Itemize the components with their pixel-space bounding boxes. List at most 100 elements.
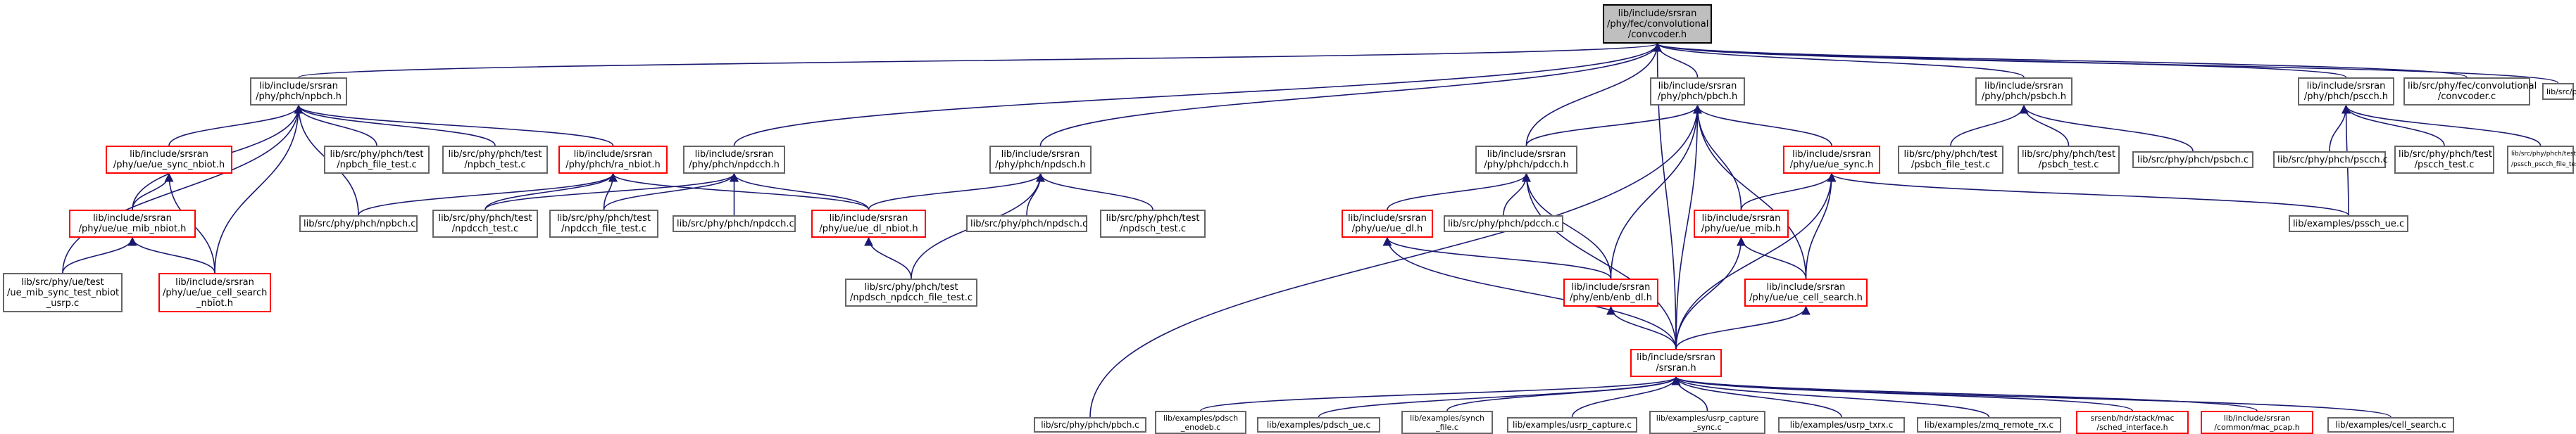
node-npbch-c[interactable]: lib/src/phy/phch/npbch.c <box>299 215 418 232</box>
node-pdsch-enodeb-c[interactable]: lib/examples/pdsch_enodeb.c <box>1155 411 1246 434</box>
node-label: srsenb/hdr/stack/mac <box>2090 413 2175 423</box>
node-label: lib/src/phy/phch/psbch.c <box>2137 154 2249 165</box>
node-psbch-test-c[interactable]: lib/src/phy/phch/test/psbch_test.c <box>2018 146 2120 174</box>
node-label: /psbch_test.c <box>2038 160 2099 170</box>
node-pbch-c[interactable]: lib/src/phy/phch/pbch.c <box>1034 417 1146 433</box>
edge-srsran_h-to-ue_dl_h <box>1382 236 1677 350</box>
edge-srsran_h-to-pbch_h <box>1675 104 1702 350</box>
node-label: _usrp.c <box>46 298 80 309</box>
edge-npdsch_h-to-root <box>1039 42 1662 146</box>
node-mac-pcap-h[interactable]: lib/include/srsran/common/mac_pcap.h <box>2201 411 2313 434</box>
node-label: /ue_mib_sync_test_nbiot <box>7 287 120 298</box>
edge-cell_search-to-srsran_h <box>1672 376 2391 418</box>
node-label: lib/src/phy/ue/test <box>21 276 104 288</box>
node-label: /phy/fec/convolutional <box>1607 18 1709 30</box>
node-npdsch-h[interactable]: lib/include/srsran/phy/phch/npdsch.h <box>989 146 1092 174</box>
edge-ue_cell_search_h-to-pbch_h <box>1693 104 1807 279</box>
edge-pscch_c-to-pscch_h <box>2329 104 2351 152</box>
edge-srsran_h-to-ue_cell_search_h <box>1675 305 1811 350</box>
node-npdsch-c[interactable]: lib/src/phy/phch/npdsch.c <box>966 215 1087 232</box>
edge-psbch_test-to-psbch_h <box>2019 104 2070 146</box>
node-pdsch-ue-c[interactable]: lib/examples/pdsch_ue.c <box>1257 417 1380 433</box>
node-label: lib/src/phy/phch/npdsch.c <box>970 218 1088 229</box>
node-label: lib/include/srsran <box>829 213 908 224</box>
node-ue-sync-h[interactable]: lib/include/srsran/phy/ue/ue_sync.h <box>1783 146 1880 174</box>
edge-npdsch_npdcch_file_test-to-ue_dl_nbiot <box>864 236 912 279</box>
node-pscch-c[interactable]: lib/src/phy/phch/pscch.c <box>2273 151 2388 168</box>
node-ue-dl-h[interactable]: lib/include/srsran/phy/ue/ue_dl.h <box>1342 210 1433 238</box>
node-npdsch-npdcch-file-test-c[interactable]: lib/src/phy/phch/test/npdsch_npdcch_file… <box>845 279 977 307</box>
node-npdsch-test-c[interactable]: lib/src/phy/phch/test/npdsch_test.c <box>1100 210 1206 238</box>
node-label: /npbch_file_test.c <box>337 160 417 170</box>
node-label: lib/src/phy/phch/test <box>1903 149 1998 160</box>
node-usrp-txrx-c[interactable]: lib/examples/usrp_txrx.c <box>1778 417 1905 433</box>
node-label: lib/include/srsran <box>573 149 653 160</box>
node-pdcch-h[interactable]: lib/include/srsran/phy/phch/pdcch.h <box>1475 146 1577 174</box>
node-cell-search-c[interactable]: lib/examples/cell_search.c <box>2327 417 2454 433</box>
node-label: lib/src/phy/phch/pscch.c <box>2277 154 2388 165</box>
node-label: /phy/phch/npdcch.h <box>689 160 780 170</box>
node-label: lib/examples/synch <box>1410 413 1484 423</box>
node-label: lib/src/phy/phch/test <box>2022 149 2116 160</box>
node-ue-sync-nbiot-h[interactable]: lib/include/srsran/phy/ue/ue_sync_nbiot.… <box>106 146 232 174</box>
edge-ue_dl_nbiot-to-npdsch_h <box>868 172 1045 210</box>
node-srsran-h[interactable]: lib/include/srsran/srsran.h <box>1630 349 1722 377</box>
node-pscch-test-c[interactable]: lib/src/phy/phch/test/pscch_test.c <box>2394 146 2494 174</box>
node-label: /convcoder.h <box>1627 29 1687 40</box>
node-label: lib/include/srsran <box>1701 213 1781 224</box>
node-ue-dl-nbiot-h[interactable]: lib/include/srsran/phy/ue/ue_dl_nbiot.h <box>811 210 926 238</box>
node-ra-nbiot-h[interactable]: lib/include/srsran/phy/phch/ra_nbiot.h <box>558 146 668 174</box>
edge-ue_mib_nbiot-to-ue_sync_nbiot <box>132 172 174 210</box>
node-ue-mib-h[interactable]: lib/include/srsran/phy/ue/ue_mib.h <box>1694 210 1789 238</box>
node-pbch-h[interactable]: lib/include/srsran/phy/phch/pbch.h <box>1650 77 1745 106</box>
node-label: /phy/phch/pbch.h <box>1657 91 1738 102</box>
node-ue-cell-search-nbiot-h[interactable]: lib/include/srsran/phy/ue/ue_cell_search… <box>158 273 271 312</box>
edge-ra_nbiot-to-npbch_h <box>294 104 614 146</box>
node-label: _nbiot.h <box>196 298 234 309</box>
node-sched-interface-h[interactable]: srsenb/hdr/stack/mac/sched_interface.h <box>2076 411 2189 434</box>
node-pscch-h[interactable]: lib/include/srsran/phy/phch/pscch.h <box>2298 77 2394 106</box>
edge-zmq_remote_rx-to-srsran_h <box>1671 376 1990 418</box>
node-label: /sched_interface.h <box>2096 422 2168 432</box>
node-label: lib/include/srsran <box>1348 213 1427 224</box>
node-psbch-h[interactable]: lib/include/srsran/phy/phch/psbch.h <box>1975 77 2072 106</box>
edge-enb_dl_h-to-pdcch_h <box>1522 172 1612 279</box>
node-usrp-capture-sync-c[interactable]: lib/examples/usrp_capture_sync.c <box>1649 411 1765 434</box>
node-npbch-h[interactable]: lib/include/srsran/phy/phch/npbch.h <box>250 77 347 106</box>
node-psbch-file-test-c[interactable]: lib/src/phy/phch/test/psbch_file_test.c <box>1898 146 2003 174</box>
node-label: /npbch_test.c <box>464 160 526 170</box>
node-label: lib/include/srsran <box>2223 413 2291 423</box>
node-pdcch-c[interactable]: lib/src/phy/phch/pdcch.c <box>1444 215 1563 232</box>
node-enb-dl-h[interactable]: lib/include/srsran/phy/enb/enb_dl.h <box>1563 279 1658 307</box>
node-npdcch-file-test-c[interactable]: lib/src/phy/phch/test/npdcch_file_test.c <box>549 210 658 238</box>
node-synch-file-c[interactable]: lib/examples/synch_file.c <box>1401 411 1493 434</box>
node-npbch-file-test-c[interactable]: lib/src/phy/phch/test/npbch_file_test.c <box>324 146 430 174</box>
edge-ue_cell_search_nbiot-to-ue_mib_nbiot <box>127 236 215 274</box>
node-uci-c[interactable]: lib/src/phy/phch/uci.c <box>2542 83 2576 100</box>
node-npdcch-c[interactable]: lib/src/phy/phch/npdcch.c <box>673 215 796 232</box>
node-ue-mib-sync-test-nbiot-usrp-c[interactable]: lib/src/phy/ue/test/ue_mib_sync_test_nbi… <box>3 273 123 312</box>
node-pssch-ue-c[interactable]: lib/examples/pssch_ue.c <box>2289 215 2408 232</box>
edge-srsran_h-to-ue_sync_h <box>1675 172 1837 350</box>
edge-pdcch_h-to-pbch_h <box>1525 104 1702 146</box>
node-label: lib/src/phy/phch/npbch.c <box>304 218 416 229</box>
node-ue-mib-nbiot-h[interactable]: lib/include/srsran/phy/ue/ue_mib_nbiot.h <box>69 210 196 238</box>
node-label: /npdcch_file_test.c <box>561 224 646 234</box>
node-label: /psbch_file_test.c <box>1911 160 1991 170</box>
node-convcoder-c[interactable]: lib/src/phy/fec/convolutional/convcoder.… <box>2403 77 2537 106</box>
edge-sched_interface-to-srsran_h <box>1671 376 2133 411</box>
node-label: /common/mac_pcap.h <box>2214 422 2300 432</box>
node-npdcch-test-c[interactable]: lib/src/phy/phch/test/npdcch_test.c <box>432 210 538 238</box>
node-ue-cell-search-h[interactable]: lib/include/srsran/phy/ue/ue_cell_search… <box>1744 279 1868 307</box>
node-psbch-c[interactable]: lib/src/phy/phch/psbch.c <box>2132 151 2253 168</box>
node-pssch-pscch-file-test-c[interactable]: lib/src/phy/phch/test/pssch_pscch_file_t… <box>2507 146 2576 174</box>
node-label: lib/examples/usrp_capture <box>1656 413 1759 423</box>
node-convcoder-h[interactable]: lib/include/srsran/phy/fec/convolutional… <box>1603 4 1712 44</box>
node-usrp-capture-c[interactable]: lib/examples/usrp_capture.c <box>1507 417 1637 433</box>
node-npbch-test-c[interactable]: lib/src/phy/phch/test/npbch_test.c <box>442 146 548 174</box>
node-npdcch-h[interactable]: lib/include/srsran/phy/phch/npdcch.h <box>683 146 785 174</box>
node-label: lib/src/phy/phch/test <box>2511 151 2576 158</box>
node-zmq-remote-rx-c[interactable]: lib/examples/zmq_remote_rx.c <box>1917 417 2061 433</box>
